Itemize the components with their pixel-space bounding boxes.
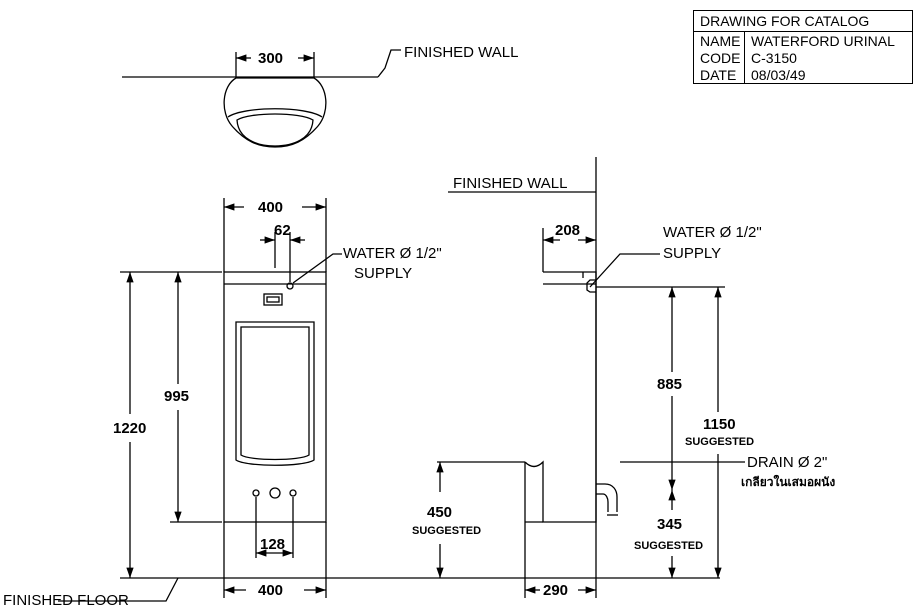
water-supply-side-line1: WATER Ø 1/2" (663, 224, 762, 241)
urinal-plan-rim (227, 108, 323, 118)
title-block-row-code: CODE C-3150 (694, 49, 912, 66)
drain-pipe-inner (596, 493, 609, 512)
front-water-leader (292, 253, 342, 284)
title-block-key: CODE (694, 49, 745, 66)
dim-208: 208 (555, 222, 581, 239)
urinal-side-outline (524, 271, 597, 523)
water-supply-front-line1: WATER Ø 1/2" (343, 245, 442, 262)
dim-400-top: 400 (258, 199, 284, 216)
title-block-value: WATERFORD URINAL (751, 33, 895, 49)
dim-1150: 1150 (703, 416, 736, 433)
urinal-front-bowl-inner (240, 326, 310, 461)
urinal-front-bowl-outer (235, 321, 315, 466)
dim-1220: 1220 (113, 420, 147, 437)
urinal-front-hole-right (289, 489, 297, 497)
dim-450: 450 (427, 504, 453, 521)
drain-label-line2: เกลียวในเสมอผนัง (741, 475, 836, 489)
title-block-row-name: NAME WATERFORD URINAL (694, 32, 912, 49)
dim-290: 290 (543, 582, 569, 599)
dim-400-bottom: 400 (258, 582, 284, 599)
water-supply-front-line2: SUPPLY (354, 265, 413, 282)
urinal-front-body (223, 271, 327, 523)
title-block-value: 08/03/49 (751, 67, 806, 83)
plan-wall-leader (377, 49, 401, 78)
finished-wall-label-top: FINISHED WALL (404, 44, 519, 61)
finished-floor-leader (58, 577, 179, 602)
title-block-key: NAME (694, 32, 745, 49)
drain-label-line1: DRAIN Ø 2" (747, 454, 828, 471)
urinal-front-water-inlet (286, 282, 294, 290)
finished-wall-label-side: FINISHED WALL (453, 175, 568, 192)
suggested-450: SUGGESTED (412, 525, 482, 537)
side-water-leader (589, 253, 660, 288)
urinal-front-sensor (263, 293, 283, 306)
urinal-front-hole-left (252, 489, 260, 497)
urinal-side-supply-valve (586, 279, 596, 293)
water-supply-side-line2: SUPPLY (663, 245, 722, 262)
title-block-value: C-3150 (751, 50, 797, 66)
dim-345: 345 (657, 516, 683, 533)
dim-128: 128 (260, 536, 286, 553)
dim-300: 300 (258, 50, 284, 67)
dim-885: 885 (657, 376, 683, 393)
dim-62: 62 (274, 222, 291, 239)
dim-995: 995 (164, 388, 190, 405)
urinal-plan-outline (223, 77, 327, 148)
title-block-key: DATE (694, 66, 745, 83)
title-block-row-date: DATE 08/03/49 (694, 66, 912, 83)
urinal-plan-bowl (236, 113, 314, 147)
title-block-heading: DRAWING FOR CATALOG (694, 11, 912, 32)
finished-floor-label: FINISHED FLOOR (3, 592, 129, 609)
drain-pipe-outer (596, 483, 618, 512)
suggested-345: SUGGESTED (634, 540, 704, 552)
title-block: DRAWING FOR CATALOG NAME WATERFORD URINA… (693, 10, 913, 84)
urinal-front-hole-center (269, 487, 281, 499)
suggested-1150: SUGGESTED (685, 436, 755, 448)
urinal-front-sensor-window (266, 296, 280, 303)
